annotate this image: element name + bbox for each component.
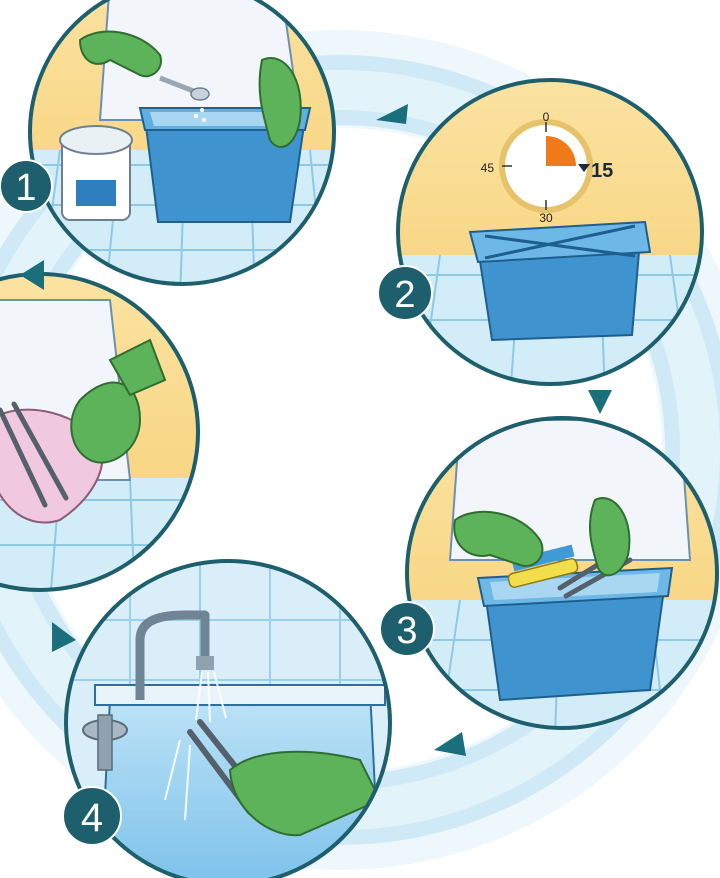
timer-top-label: 0 [543,110,550,124]
step-badge-2: 2 [378,266,432,320]
timer-unit-label: mn [556,165,571,176]
step-badge-1: 1 [0,160,52,212]
step-number-4: 4 [81,796,103,840]
step-badge-4: 4 [63,787,121,845]
timer-value-label: 15 [591,160,613,182]
step-badge-3: 3 [380,602,434,656]
timer-bottom-label: 30 [539,211,553,225]
step-number-1: 1 [15,167,36,209]
step-number-2: 2 [394,274,415,316]
step-number-3: 3 [396,610,417,652]
timer-left-label: 45 [481,161,495,175]
